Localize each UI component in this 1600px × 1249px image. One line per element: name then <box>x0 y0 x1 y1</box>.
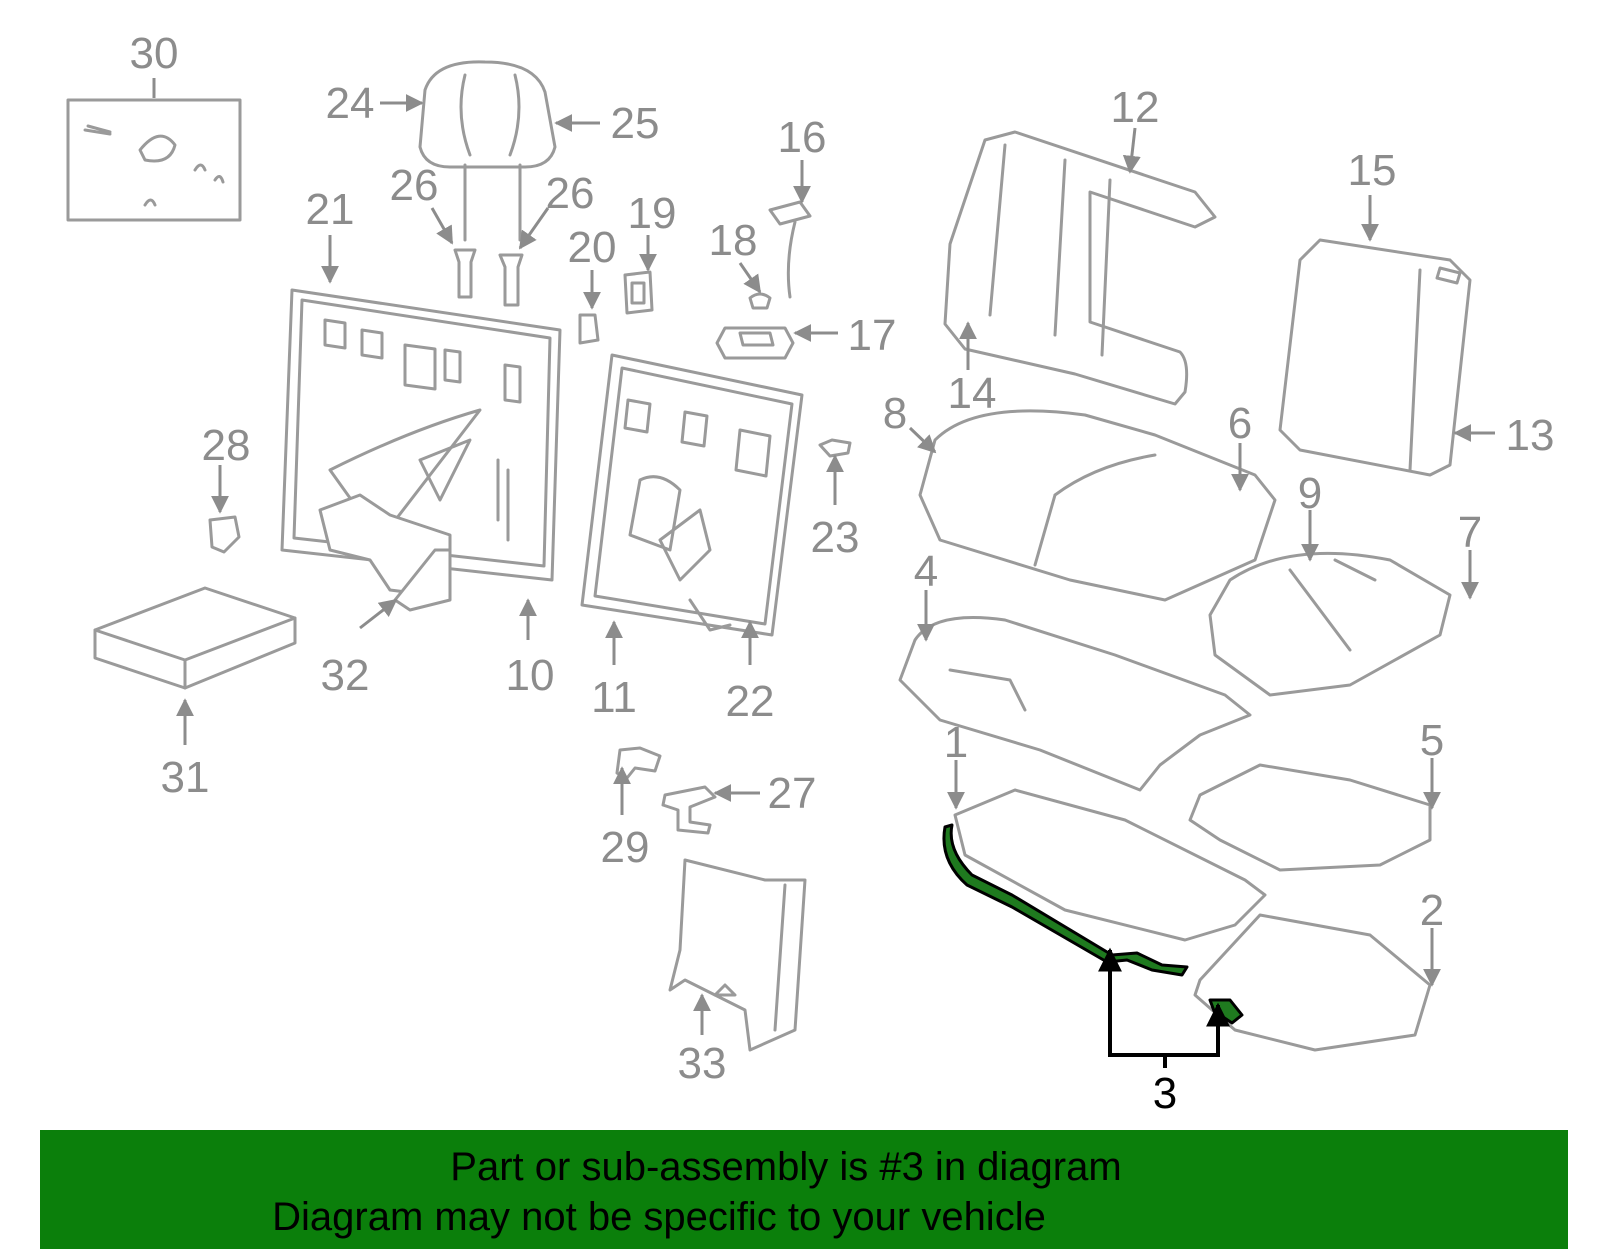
callout-16: 16 <box>778 113 827 162</box>
callout-27: 27 <box>768 769 817 818</box>
callout-30: 30 <box>130 29 179 78</box>
part-6-cushion-cover <box>918 409 1277 602</box>
info-banner: Part or sub-assembly is #3 in diagram Di… <box>40 1130 1568 1249</box>
callout-17: 17 <box>848 311 897 360</box>
part-27-latch <box>661 785 717 835</box>
part-15-seatback-cover <box>1278 238 1472 477</box>
part-16-release-cable <box>768 200 812 299</box>
callout-19: 19 <box>628 189 677 238</box>
callout-24: 24 <box>326 79 375 128</box>
callout-7: 7 <box>1458 508 1482 557</box>
callout-13: 13 <box>1506 411 1555 460</box>
callout-2: 2 <box>1420 886 1444 935</box>
part-33-side-panel <box>668 858 807 1052</box>
callout-20: 20 <box>568 223 617 272</box>
part-7-cushion-cover <box>1208 551 1452 697</box>
callout-10: 10 <box>506 651 555 700</box>
banner-line-1: Part or sub-assembly is #3 in diagram <box>450 1145 1122 1189</box>
part-2-cushion-frame <box>1193 913 1432 1052</box>
part-17-release-bezel <box>715 326 795 360</box>
callout-25: 25 <box>611 99 660 148</box>
callout-9: 9 <box>1298 469 1322 518</box>
callout-15: 15 <box>1348 146 1397 195</box>
callout-labels: 30 24 25 26 26 21 20 19 18 17 16 28 32 1… <box>130 29 1555 1118</box>
highlight-leaders <box>1098 947 1230 1068</box>
callout-26-right: 26 <box>546 169 595 218</box>
part-1-cushion-frame <box>953 788 1267 942</box>
parts-diagram: 30 24 25 26 26 21 20 19 18 17 16 28 32 1… <box>66 29 1555 1118</box>
callout-14: 14 <box>948 369 997 418</box>
callout-29: 29 <box>601 823 650 872</box>
part-23-bolt <box>818 438 852 458</box>
callout-4: 4 <box>914 547 938 596</box>
callout-22: 22 <box>726 677 775 726</box>
callout-11: 11 <box>591 673 637 722</box>
part-19-cover <box>623 270 654 315</box>
callout-leaders <box>152 78 1495 1035</box>
callout-1: 1 <box>944 718 968 767</box>
part-18-knob <box>748 292 772 310</box>
callout-31: 31 <box>161 753 210 802</box>
callout-12: 12 <box>1111 83 1160 132</box>
part-30-hardware-kit <box>66 78 242 222</box>
callout-21: 21 <box>306 185 355 234</box>
callout-26-left: 26 <box>390 161 439 210</box>
part-31-armrest <box>93 586 297 690</box>
part-32-bracket <box>393 548 452 612</box>
part-12-seatback-cover <box>943 130 1217 406</box>
part-11-seatback-frame <box>580 353 804 637</box>
callout-6: 6 <box>1228 399 1252 448</box>
callout-3: 3 <box>1153 1069 1177 1118</box>
part-24-headrest <box>418 60 557 242</box>
callout-32: 32 <box>321 651 370 700</box>
callout-8: 8 <box>883 389 907 438</box>
banner-line-2: Diagram may not be specific to your vehi… <box>272 1195 1046 1239</box>
part-26-headrest-guides <box>453 248 524 307</box>
part-20-clip <box>578 313 600 345</box>
callout-18: 18 <box>709 216 758 265</box>
callout-33: 33 <box>678 1039 727 1088</box>
part-28-clip <box>208 515 241 554</box>
callout-5: 5 <box>1420 716 1444 765</box>
callout-23: 23 <box>811 513 860 562</box>
part-5-cushion-pad <box>1188 763 1432 872</box>
callout-28: 28 <box>202 421 251 470</box>
part-21-seatback-frame <box>280 288 562 597</box>
